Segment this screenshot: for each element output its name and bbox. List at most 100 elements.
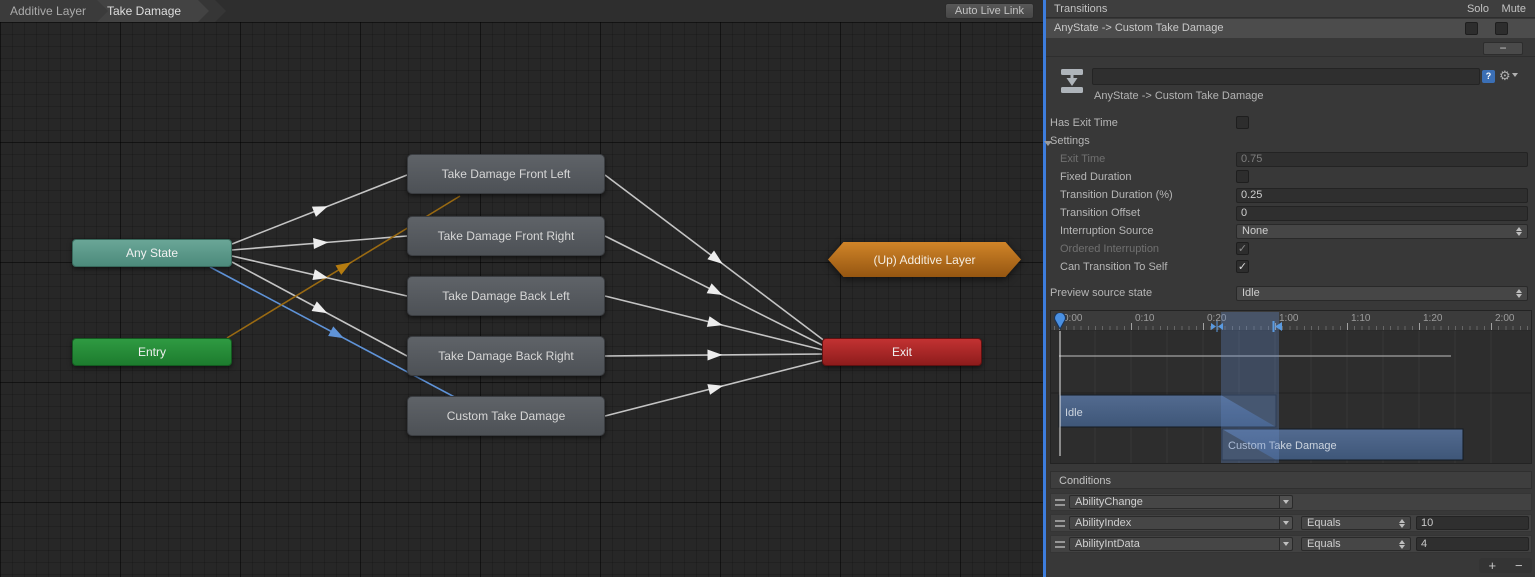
- exit-time-field[interactable]: 0.75: [1236, 152, 1528, 167]
- has-exit-time-row: Has Exit Time: [1046, 114, 1535, 132]
- panel-divider[interactable]: [1043, 0, 1046, 577]
- transition-duration-row: Transition Duration (%) 0.25: [1046, 186, 1535, 204]
- custom-take-damage-clip-bar[interactable]: Custom Take Damage: [1221, 428, 1464, 461]
- dropdown-updown-icon: [1516, 227, 1523, 236]
- ruler-minor-ticks: [1051, 326, 1531, 330]
- interruption-source-label: Interruption Source: [1060, 225, 1154, 237]
- state-node-custom[interactable]: Custom Take Damage: [407, 396, 605, 436]
- interruption-source-row: Interruption Source None: [1046, 222, 1535, 240]
- solo-checkbox[interactable]: [1465, 22, 1478, 35]
- transition-offset-field[interactable]: 0: [1236, 206, 1528, 221]
- idle-clip-bar[interactable]: Idle: [1058, 394, 1277, 428]
- animator-graph-panel: Additive Layer Take Damage Auto Live Lin…: [0, 0, 1043, 577]
- ruler-label: 1:00: [1279, 313, 1299, 324]
- remove-condition-button[interactable]: −: [1514, 558, 1523, 573]
- timeline-ruler[interactable]: 0:00 0:10 0:20 1:00 1:10 1:20 2:00: [1051, 311, 1531, 331]
- graph-canvas[interactable]: Any State Entry Take Damage Front Left T…: [0, 22, 1043, 577]
- state-node-exit[interactable]: Exit: [822, 338, 982, 366]
- ordered-interruption-label: Ordered Interruption: [1060, 243, 1160, 255]
- ordered-interruption-checkbox[interactable]: ✓: [1236, 242, 1249, 255]
- dropdown-updown-icon: [1516, 289, 1523, 298]
- timeline-body: Idle Custom Take Damage: [1051, 331, 1531, 463]
- transition-start-marker-icon[interactable]: [1211, 321, 1223, 332]
- state-node-back-right[interactable]: Take Damage Back Right: [407, 336, 605, 376]
- drag-handle-icon[interactable]: [1055, 499, 1065, 506]
- condition-value-field[interactable]: 4: [1416, 537, 1529, 551]
- condition-row: AbilityChange: [1050, 493, 1532, 511]
- state-node-back-left[interactable]: Take Damage Back Left: [407, 276, 605, 316]
- conditions-header: Conditions: [1050, 471, 1532, 489]
- conditions-title: Conditions: [1059, 475, 1111, 487]
- edge-arrowhead-blue: [328, 326, 344, 339]
- ruler-label: 0:20: [1207, 313, 1227, 324]
- ruler-label: 0:10: [1135, 313, 1155, 324]
- transition-icon: [1058, 66, 1086, 96]
- transition-list-row[interactable]: AnyState -> Custom Take Damage: [1046, 19, 1535, 38]
- breadcrumb: Additive Layer Take Damage Auto Live Lin…: [0, 0, 1043, 22]
- state-node-front-right[interactable]: Take Damage Front Right: [407, 216, 605, 256]
- condition-operator-dropdown[interactable]: Equals: [1301, 516, 1411, 530]
- conditions-add-remove: + −: [1479, 558, 1532, 573]
- condition-value-field[interactable]: 10: [1416, 516, 1529, 530]
- breadcrumb-layer[interactable]: Additive Layer: [0, 0, 108, 22]
- breadcrumb-statemachine[interactable]: Take Damage: [97, 0, 209, 22]
- state-node-any-state[interactable]: Any State: [72, 239, 232, 267]
- has-exit-time-label: Has Exit Time: [1050, 117, 1118, 129]
- auto-live-link-button[interactable]: Auto Live Link: [944, 3, 1034, 19]
- ruler-label: 1:20: [1423, 313, 1443, 324]
- drag-handle-icon[interactable]: [1055, 520, 1065, 527]
- fixed-duration-row: Fixed Duration: [1046, 168, 1535, 186]
- condition-parameter-dropdown[interactable]: AbilityIndex: [1069, 516, 1293, 530]
- state-node-up-additive-layer[interactable]: (Up) Additive Layer: [828, 242, 1021, 277]
- transition-end-marker-icon[interactable]: [1272, 321, 1283, 332]
- mute-checkbox[interactable]: [1495, 22, 1508, 35]
- condition-row: AbilityIntData Equals 4: [1050, 535, 1532, 553]
- drag-handle-icon[interactable]: [1055, 541, 1065, 548]
- inspector-panel: Transitions Solo Mute AnyState -> Custom…: [1044, 0, 1535, 577]
- fixed-duration-label: Fixed Duration: [1060, 171, 1132, 183]
- up-additive-layer-label: (Up) Additive Layer: [828, 242, 1021, 277]
- transition-list-footer: −: [1046, 38, 1535, 57]
- preview-source-state-row: Preview source state Idle: [1046, 284, 1535, 302]
- help-icon[interactable]: ?: [1482, 70, 1495, 83]
- exit-time-row: Exit Time 0.75: [1046, 150, 1535, 168]
- playhead-icon[interactable]: [1052, 313, 1068, 331]
- gear-icon[interactable]: ⚙: [1499, 68, 1518, 84]
- foldout-arrow-icon: [1044, 141, 1052, 146]
- can-transition-to-self-checkbox[interactable]: ✓: [1236, 260, 1249, 273]
- dropdown-updown-icon: [1399, 540, 1406, 549]
- ordered-interruption-row: Ordered Interruption ✓: [1046, 240, 1535, 258]
- edge-arrowhead-orange: [335, 262, 352, 275]
- ruler-label: 2:00: [1495, 313, 1515, 324]
- transition-name-input[interactable]: [1092, 68, 1480, 85]
- dropdown-arrow-icon: [1279, 496, 1292, 508]
- ruler-label: 0:00: [1063, 313, 1083, 324]
- transition-range-highlight[interactable]: [1221, 312, 1279, 463]
- has-exit-time-checkbox[interactable]: [1236, 116, 1249, 129]
- transition-duration-label: Transition Duration (%): [1060, 189, 1173, 201]
- exit-time-label: Exit Time: [1060, 153, 1106, 165]
- settings-foldout[interactable]: Settings: [1044, 135, 1090, 147]
- can-transition-to-self-row: Can Transition To Self ✓: [1046, 258, 1535, 276]
- solo-column-label: Solo: [1466, 3, 1489, 15]
- transition-timeline[interactable]: 0:00 0:10 0:20 1:00 1:10 1:20 2:00: [1050, 310, 1532, 464]
- preview-source-state-dropdown[interactable]: Idle: [1236, 286, 1528, 301]
- state-node-entry[interactable]: Entry: [72, 338, 232, 366]
- transition-row-label: AnyState -> Custom Take Damage: [1054, 22, 1224, 34]
- fixed-duration-checkbox[interactable]: [1236, 170, 1249, 183]
- custom-bar-label: Custom Take Damage: [1228, 440, 1337, 452]
- remove-transition-button[interactable]: −: [1483, 42, 1523, 55]
- add-condition-button[interactable]: +: [1488, 558, 1497, 573]
- mute-column-label: Mute: [1501, 3, 1526, 15]
- interruption-source-dropdown[interactable]: None: [1236, 224, 1528, 239]
- transition-duration-field[interactable]: 0.25: [1236, 188, 1528, 203]
- condition-parameter-dropdown[interactable]: AbilityIntData: [1069, 537, 1293, 551]
- preview-source-state-label: Preview source state: [1050, 287, 1153, 299]
- transitions-header: Transitions Solo Mute: [1046, 0, 1535, 18]
- breadcrumb-end-chevron: [198, 0, 226, 22]
- state-node-front-left[interactable]: Take Damage Front Left: [407, 154, 605, 194]
- dropdown-updown-icon: [1399, 519, 1406, 528]
- condition-operator-dropdown[interactable]: Equals: [1301, 537, 1411, 551]
- condition-parameter-dropdown[interactable]: AbilityChange: [1069, 495, 1293, 509]
